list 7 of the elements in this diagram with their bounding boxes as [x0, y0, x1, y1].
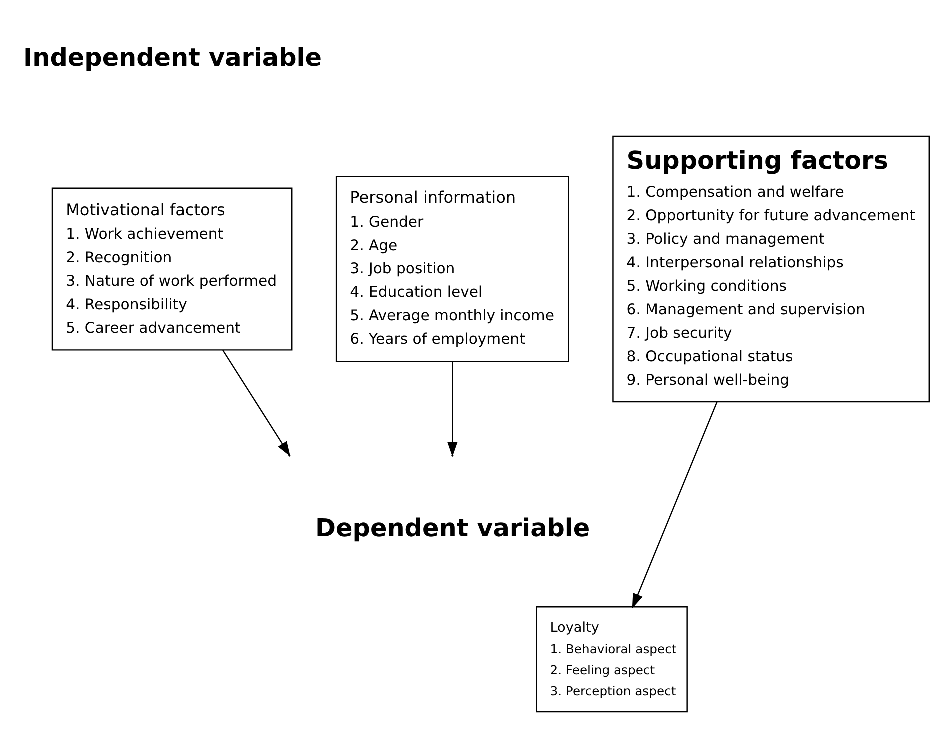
arrow	[632, 402, 718, 608]
label: Independent variable	[23, 42, 322, 72]
node-box: Loyalty 1. Behavioral aspect 2. Feeling aspect 3. Perception aspect	[536, 606, 688, 712]
label: Dependent variable	[316, 513, 590, 542]
node-box: Personal information 1. Gender 2. Age 3. Job position 4. Education level 5. Average monthly income 6. Years of employment	[336, 176, 570, 362]
node-box: Motivational factors 1. Work achievement 2. Recognition 3. Nature of work performed 4. Responsibility 5. Career advancement	[52, 187, 293, 350]
node-box: Supporting factors 1. Compensation and welfare 2. Opportunity for future advancement 3. Policy and management 4. Interpersonal relationships 5. Working conditions 6. Management and supervision 7. Job security 8. Occupational status 9. Personal well-being	[612, 135, 930, 402]
